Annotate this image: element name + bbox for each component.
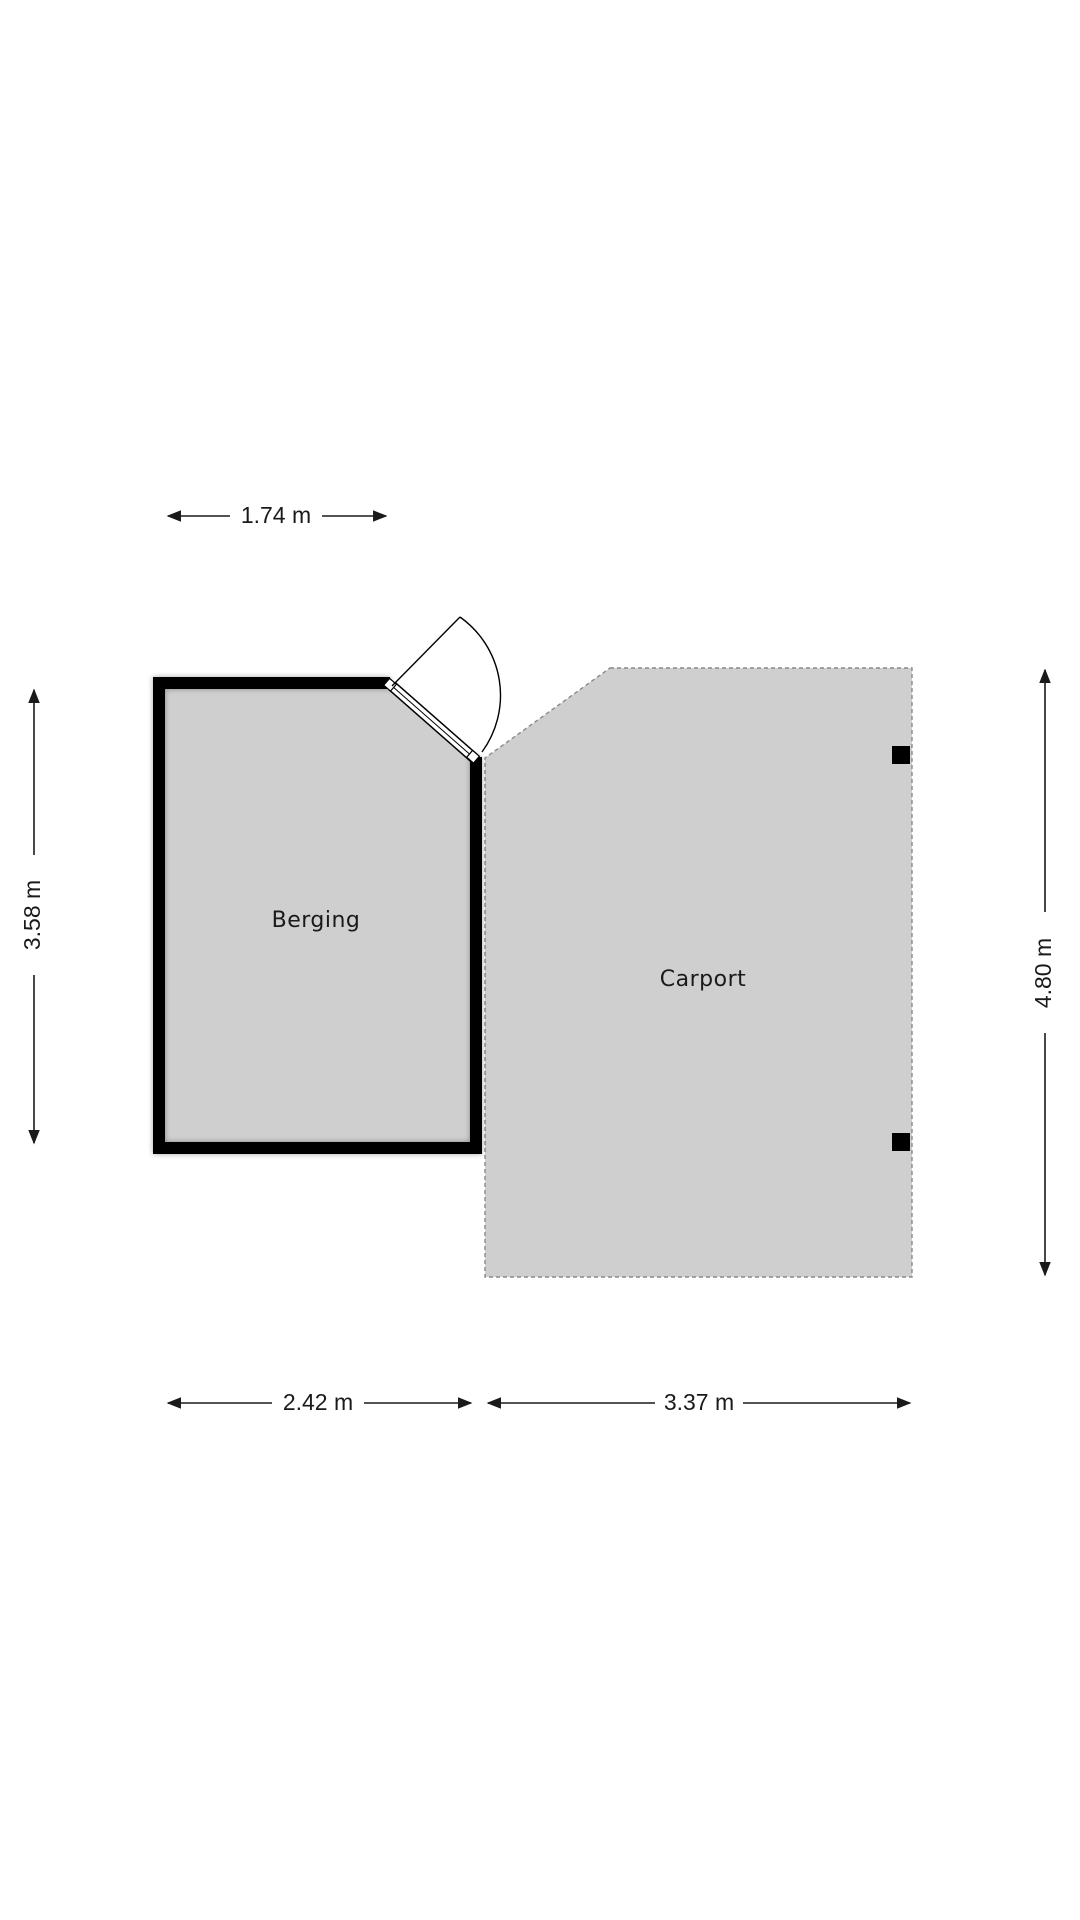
door-swing-arc <box>459 616 502 753</box>
berging-door <box>382 616 502 764</box>
dim-label-2-42: 2.42 m <box>283 1389 353 1415</box>
berging-floor <box>160 684 474 1147</box>
door-leaf <box>391 616 461 687</box>
carport-post-bottom <box>892 1133 910 1151</box>
dimension-berging-top-width: 1.74 m <box>166 502 388 528</box>
berging-area: Berging <box>153 616 502 1154</box>
carport-floor <box>484 667 913 1278</box>
dimension-carport-width: 3.37 m <box>486 1389 912 1415</box>
room-label-berging: Berging <box>272 908 361 933</box>
dim-label-3-58: 3.58 m <box>19 880 45 950</box>
dim-label-3-37: 3.37 m <box>664 1389 734 1415</box>
carport-post-top <box>892 746 910 764</box>
berging-wall <box>153 677 482 1154</box>
dimension-carport-height: 4.80 m <box>1030 668 1056 1277</box>
dimension-berging-bottom-width: 2.42 m <box>166 1389 473 1415</box>
dimension-berging-height: 3.58 m <box>19 688 45 1145</box>
room-label-carport: Carport <box>660 967 746 992</box>
dim-label-1-74: 1.74 m <box>241 502 311 528</box>
dim-label-4-80: 4.80 m <box>1030 938 1056 1008</box>
carport-area: Carport <box>484 667 913 1278</box>
